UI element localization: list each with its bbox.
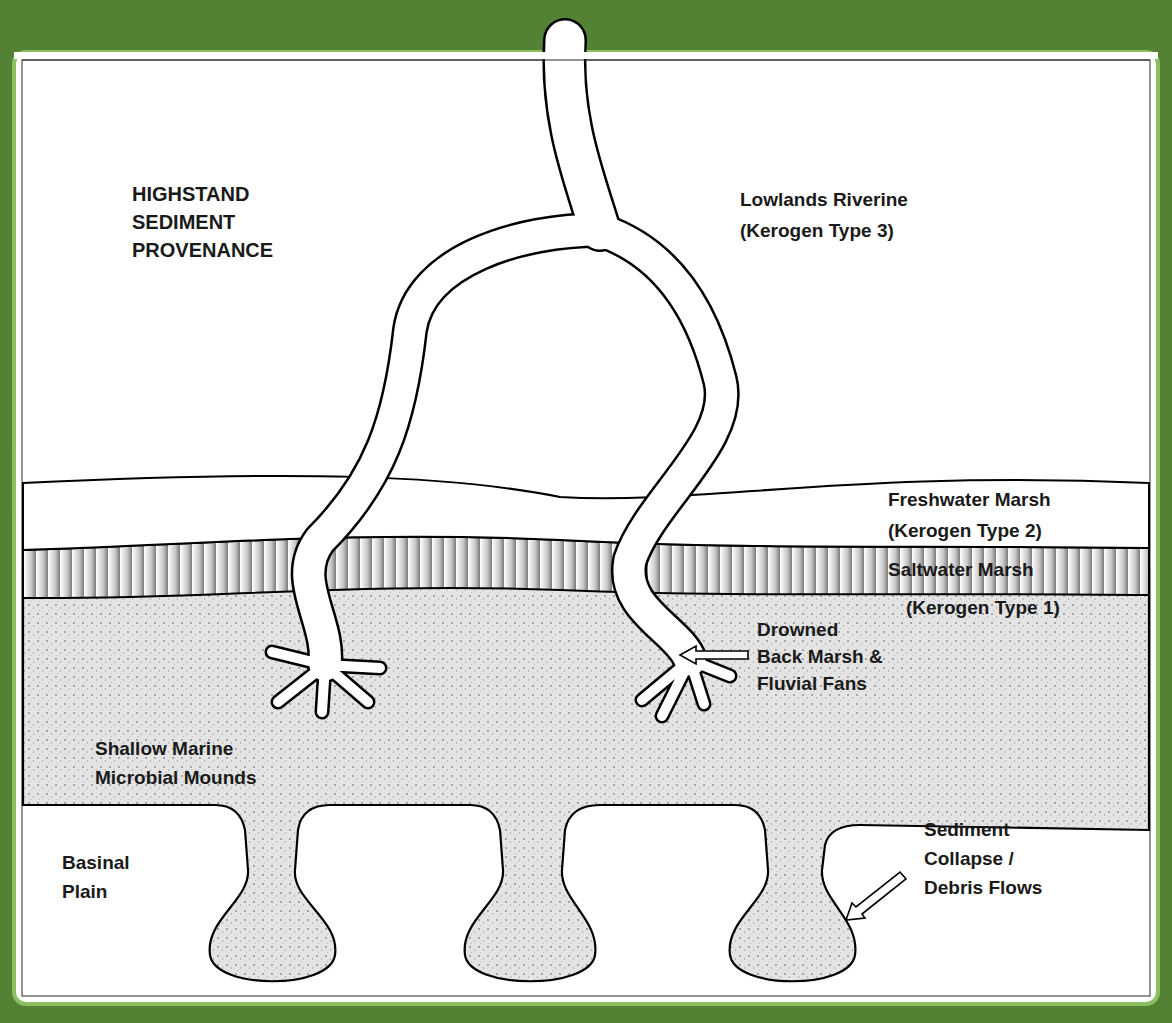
region-label: Freshwater Marsh (Kerogen Type 2) (888, 484, 1068, 546)
callout-label: Sediment Collapse / Debris Flows (924, 815, 1059, 902)
river-channel (272, 40, 730, 716)
leader-arrow (680, 646, 748, 664)
region-label: Saltwater Marsh (888, 556, 1088, 583)
callout-label: Drowned Back Marsh & Fluvial Fans (757, 616, 886, 697)
panel-top-cover (14, 52, 1158, 59)
shallow-marine-region (23, 570, 1149, 981)
river-outline (272, 40, 730, 716)
region-label: Shallow Marine Microbial Mounds (95, 734, 275, 792)
region-label: Lowlands Riverine (Kerogen Type 3) (740, 184, 940, 246)
region-label: (Kerogen Type 1) (906, 594, 1106, 621)
panel-border-top (22, 60, 1150, 61)
region-label: Basinal Plain (62, 848, 152, 906)
region-title: HIGHSTAND SEDIMENT PROVENANCE (132, 180, 302, 264)
leader-arrow (846, 872, 906, 920)
freshwater-band (23, 476, 1149, 550)
